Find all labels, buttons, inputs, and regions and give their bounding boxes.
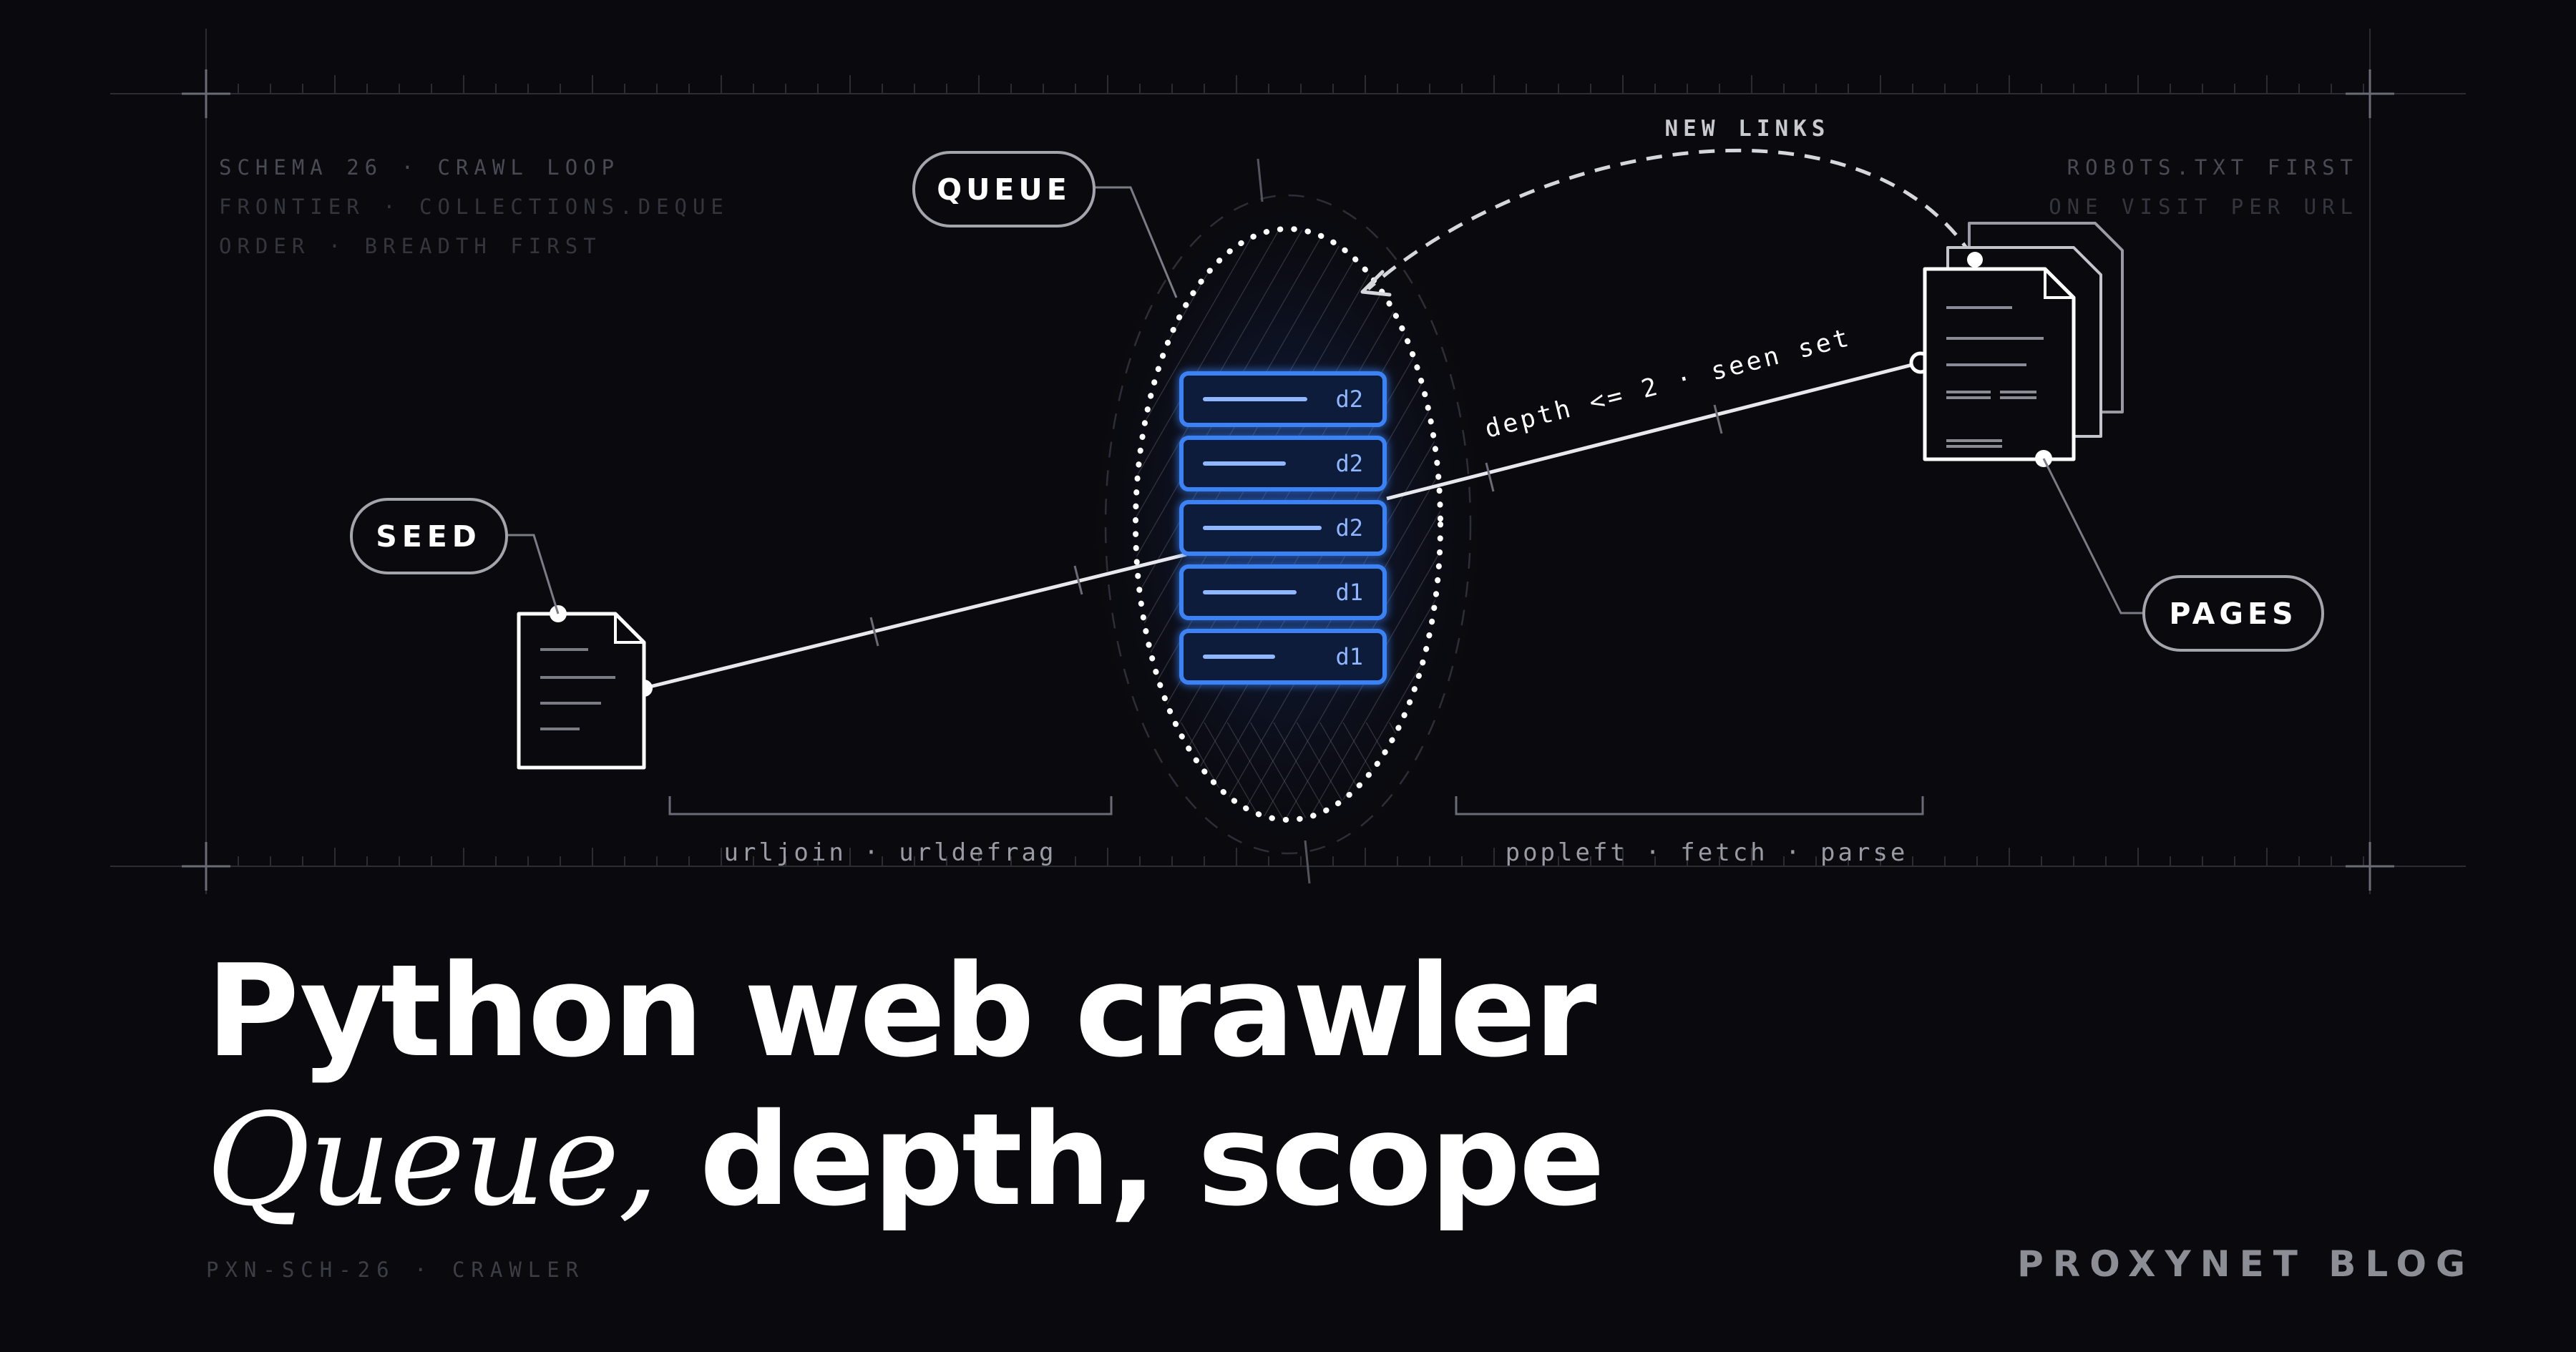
queue-item-depth: d2: [1335, 514, 1363, 542]
queue-item-depth: d1: [1335, 643, 1363, 670]
corner-crosshairs: [182, 69, 2394, 891]
bracket-right-label: popleft · fetch · parse: [1506, 838, 1908, 867]
headline: Python web crawler Queue, depth, scope: [206, 937, 1605, 1235]
queue-items: d2 d2 d2 d1 d1: [1179, 371, 1387, 685]
new-links-arc: [1367, 148, 1974, 290]
headline-line-2: Queue, depth, scope: [206, 1086, 1605, 1235]
arrowhead-icon: [1360, 270, 1392, 297]
headline-line-1: Python web crawler: [206, 937, 1597, 1085]
node-label-queue: QUEUE: [912, 151, 1096, 227]
node-label-seed: SEED: [350, 498, 508, 574]
queue-item-depth: d2: [1335, 386, 1363, 413]
queue-item-depth: d1: [1335, 579, 1363, 606]
bracket-left: urljoin · urldefrag: [668, 796, 1113, 867]
meta-one-visit: ONE VISIT PER URL: [2049, 195, 2358, 219]
seed-label: SEED: [376, 519, 482, 554]
schema-code: PXN-SCH-26 · CRAWLER: [206, 1258, 585, 1282]
queue-item: d1: [1179, 564, 1387, 620]
bracket-right: popleft · fetch · parse: [1455, 796, 1924, 867]
ruler-ticks: [238, 75, 2364, 866]
bracket-left-label: urljoin · urldefrag: [724, 838, 1057, 867]
meta-robots: ROBOTS.TXT FIRST: [2067, 155, 2358, 180]
queue-item: d1: [1179, 629, 1387, 685]
pages-documents-icon: [1923, 222, 2144, 614]
seed-to-queue-edge: [643, 552, 1187, 690]
node-label-pages: PAGES: [2142, 575, 2324, 652]
meta-schema: SCHEMA 26 · CRAWL LOOP: [219, 155, 620, 180]
queue-to-pages-edge: [1386, 361, 1921, 501]
meta-frontier: FRONTIER · COLLECTIONS.DEQUE: [219, 195, 729, 219]
queue-item: d2: [1179, 371, 1387, 427]
queue-item: d2: [1179, 436, 1387, 491]
meta-order: ORDER · BREADTH FIRST: [219, 234, 602, 258]
headline-italic-word: Queue,: [206, 1086, 658, 1234]
queue-item: d2: [1179, 500, 1387, 556]
brand-name: PROXYNET BLOG: [2017, 1243, 2474, 1285]
pages-label: PAGES: [2169, 597, 2297, 631]
seed-document-icon: [508, 534, 646, 770]
queue-label: QUEUE: [937, 172, 1070, 207]
new-links-label: NEW LINKS: [1665, 116, 1830, 142]
queue-item-depth: d2: [1335, 450, 1363, 477]
headline-line-2-rest: depth, scope: [657, 1086, 1605, 1234]
